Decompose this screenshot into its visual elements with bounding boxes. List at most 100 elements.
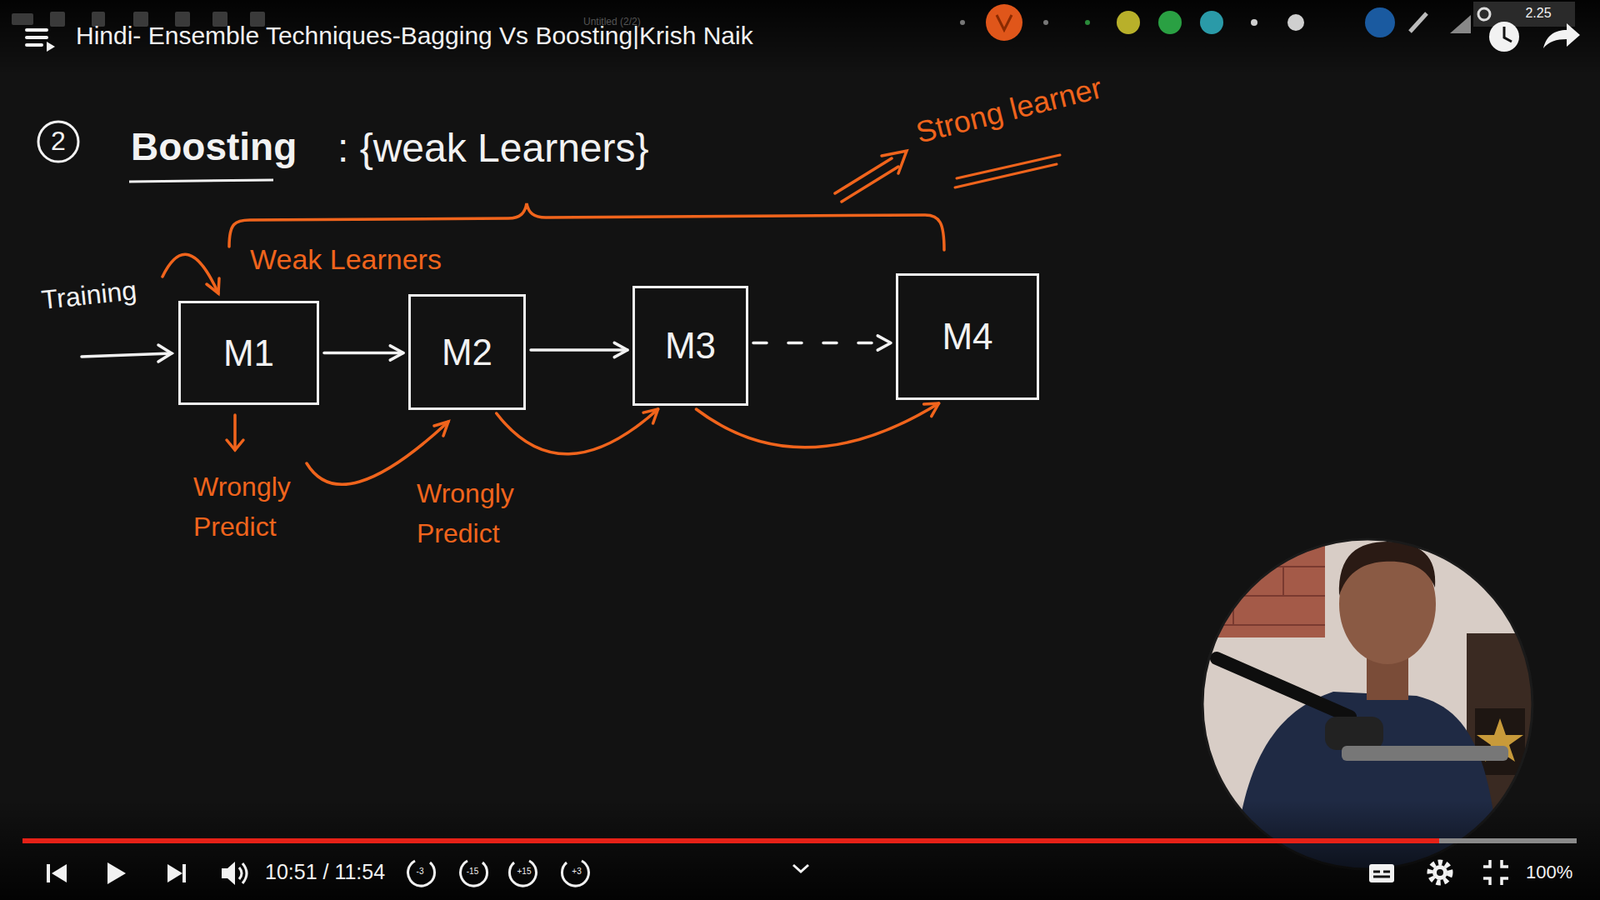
decoration: [1200, 565, 1325, 568]
progress-track: [22, 838, 1577, 844]
model-box: M4: [895, 273, 1040, 400]
fullscreen-exit-icon: [1483, 860, 1509, 885]
decoration: [158, 345, 172, 362]
decoration: [26, 43, 42, 47]
decoration: [26, 35, 47, 40]
prev-icon: [51, 864, 67, 883]
zoom-level: 100%: [1525, 861, 1573, 883]
clock-hands: [1504, 26, 1512, 42]
model-name: M2: [441, 331, 493, 374]
arrow-head: [390, 345, 404, 360]
control-icons: [46, 861, 235, 885]
palette-yellow: [1116, 10, 1140, 35]
edge-line: [530, 348, 628, 352]
decoration: [26, 28, 47, 32]
playback-speed: 2.25: [1515, 5, 1562, 21]
palette-mark: [996, 15, 1012, 30]
decoration: [1501, 878, 1509, 885]
decoration: [841, 166, 899, 202]
decoration: [955, 164, 1057, 188]
volume-icon: [221, 861, 235, 885]
edge-line: [324, 351, 404, 355]
model-box: M3: [632, 285, 749, 406]
chevron-icon: [793, 865, 809, 872]
decoration: [1282, 566, 1285, 596]
settings-hole: [1436, 869, 1444, 876]
decoration: [1200, 624, 1325, 626]
model-name: M4: [941, 315, 993, 358]
palette-dot: [1250, 19, 1258, 26]
arrow-head: [877, 335, 891, 350]
number-circle: [38, 121, 79, 162]
decoration: [81, 353, 172, 357]
seek-label: -15: [459, 866, 486, 877]
top-bar: [0, 0, 1600, 75]
seek-label: +3: [563, 866, 590, 877]
next-bar: [182, 864, 186, 883]
decoration: [1483, 878, 1490, 885]
palette-teal: [1200, 10, 1224, 35]
edge-line: [496, 409, 659, 455]
flow-arrow: [324, 345, 404, 360]
callout-number: 2: [38, 125, 79, 157]
heading-note: : {weak Learners}: [337, 125, 650, 171]
wrong-down-arrow: [226, 415, 244, 450]
arrow-head: [924, 403, 940, 417]
training-arrow: [81, 345, 172, 362]
edge-line: [753, 341, 891, 345]
decoration: [1383, 870, 1390, 874]
training-curve-arrow: [162, 254, 220, 294]
settings-teeth: [1430, 862, 1450, 883]
double-underline: [955, 155, 1060, 188]
subtitles-lines: [1373, 871, 1390, 877]
prev-bar: [46, 864, 50, 883]
model-box: M2: [408, 294, 526, 410]
edge-line: [695, 403, 939, 448]
wrong-curve-arrow: [306, 421, 449, 485]
heading-underline: [129, 180, 274, 182]
pen-icon: [1365, 7, 1395, 38]
weak-learners-note: Weak Learners: [250, 243, 442, 276]
decoration: [306, 421, 449, 485]
decoration: [1501, 860, 1509, 867]
share-icon: [1543, 23, 1580, 49]
palette-orange: [985, 4, 1023, 41]
decoration: [206, 278, 220, 294]
decoration: [233, 415, 237, 450]
decoration: [1200, 595, 1325, 597]
feedback-arrow: [496, 409, 659, 455]
input-label: Training: [40, 275, 139, 316]
decoration: [1373, 870, 1380, 874]
model-name: M3: [665, 325, 716, 367]
video-title: Hindi- Ensemble Techniques-Bagging Vs Bo…: [75, 21, 754, 51]
decoration: [1483, 860, 1490, 867]
arrow-head: [643, 409, 659, 424]
model-name: M1: [223, 332, 275, 375]
decoration: [11, 13, 34, 25]
pencil-icon: [1410, 13, 1427, 32]
seek-label: -3: [406, 866, 434, 877]
bottom-bar: [0, 800, 1600, 900]
decoration: [1373, 875, 1390, 879]
mic-arm: [1216, 658, 1350, 717]
decoration: [1249, 537, 1251, 567]
progress-played: [22, 838, 1440, 844]
decoration: [226, 440, 244, 450]
strong-learner-note: Strong learner: [912, 70, 1105, 150]
decoration: [881, 150, 907, 174]
ruler-icon: [1450, 15, 1471, 34]
feedback-arrow: [695, 403, 939, 448]
menu-icon: [26, 30, 47, 45]
palette-grey: [1287, 14, 1305, 31]
volume-waves: [239, 863, 247, 884]
file-name: Untitled (2/2): [583, 16, 641, 29]
mic-stand: [1341, 745, 1509, 761]
brick-wall: [1200, 537, 1325, 638]
settings-icon: [1432, 865, 1448, 880]
microphone: [1325, 716, 1384, 750]
section-heading: Boosting: [130, 125, 297, 170]
speed-panel: [1473, 1, 1575, 27]
strong-learner-arrow: [835, 150, 907, 202]
palette-green: [1158, 10, 1182, 35]
